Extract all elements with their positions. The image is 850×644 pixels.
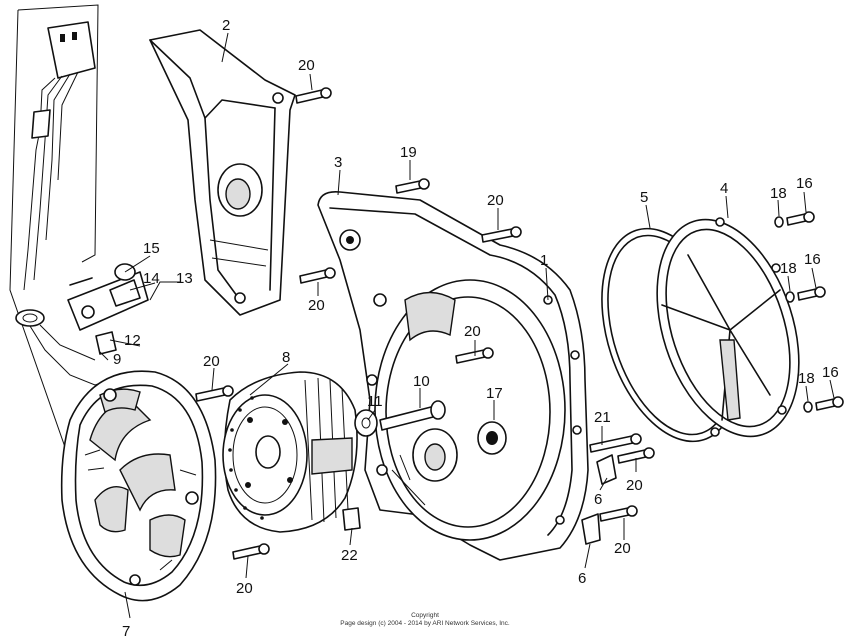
pulser-bracket[interactable] [67,263,149,355]
callout-16-c: 16 [822,364,839,381]
callout-16-a: 16 [796,175,813,192]
callout-19: 19 [400,144,417,161]
outer-cover[interactable] [632,201,825,454]
callout-20-right-a: 20 [626,477,643,494]
callout-6-b: 6 [578,570,586,587]
callout-18-c: 18 [798,370,815,387]
bolt-19[interactable] [395,178,430,194]
callout-1: 1 [540,252,548,269]
callout-9: 9 [113,351,121,368]
callout-7: 7 [122,623,130,640]
callout-4: 4 [720,180,728,197]
callout-2: 2 [222,17,230,34]
stud-and-washer[interactable] [354,400,446,437]
callout-12: 12 [124,332,141,349]
callout-17: 17 [486,385,503,402]
callout-18-a: 18 [770,185,787,202]
harness-grommet[interactable] [15,309,111,386]
callout-20-left: 20 [308,297,325,314]
callout-20-cover: 20 [487,192,504,209]
copyright-footer: Copyright Page design (c) 2004 - 2014 by… [340,612,510,627]
callout-20-center: 20 [464,323,481,340]
callout-11: 11 [367,393,383,410]
callout-16-b: 16 [804,251,821,268]
callout-3: 3 [334,154,342,171]
leader-lines [99,32,835,619]
rotor-flywheel[interactable] [222,371,361,533]
fan-shroud-cover[interactable] [149,29,296,316]
wire-harness-connector[interactable] [23,21,96,291]
bolt-21[interactable] [589,433,642,453]
callout-20-top: 20 [298,57,315,74]
bolts-16-washers-18[interactable] [774,211,844,413]
copyright-line-2: Page design (c) 2004 - 2014 by ARI Netwo… [340,620,510,627]
callout-14: 14 [143,270,160,287]
callout-15: 15 [143,240,160,257]
callout-22: 22 [341,547,358,564]
callout-20-right-b: 20 [614,540,631,557]
copyright-line-1: Copyright [411,612,439,619]
callout-5: 5 [640,189,648,206]
callout-8: 8 [282,349,290,366]
callout-20-stator: 20 [203,353,220,370]
callout-10: 10 [413,373,430,390]
callout-20-bottom: 20 [236,580,253,597]
clamps-6[interactable] [581,454,617,545]
callout-numbers: 2 20 3 19 20 1 5 4 18 16 18 16 18 16 20 … [113,17,839,640]
side-cover-housing[interactable] [317,190,589,561]
bolts-20[interactable] [195,87,655,560]
callout-18-b: 18 [780,260,797,277]
stator-assembly[interactable] [60,370,217,602]
callout-13: 13 [176,270,193,287]
callout-21: 21 [594,409,611,426]
callout-6-a: 6 [594,491,602,508]
